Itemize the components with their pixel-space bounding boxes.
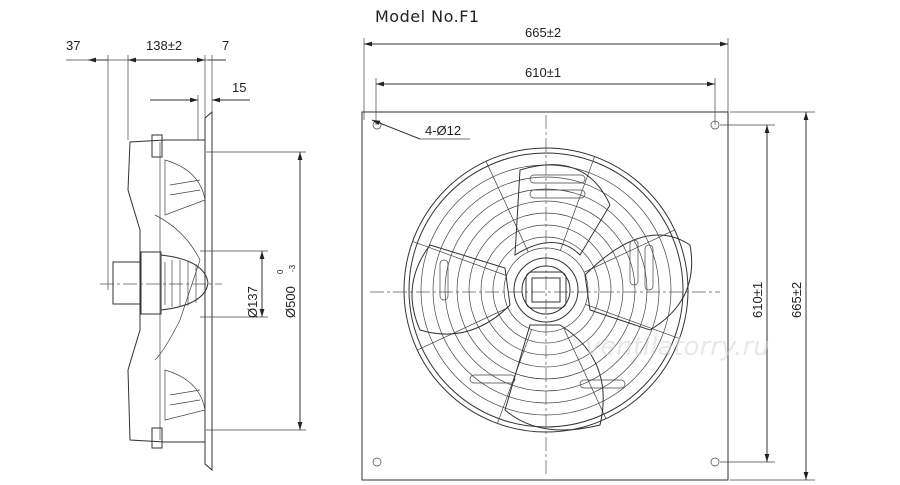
guard-spoke	[412, 241, 507, 276]
dim-610-top: 610±1	[525, 65, 561, 80]
dim-610-right: 610±1	[750, 282, 765, 318]
guard-spoke	[417, 307, 509, 351]
dim-15: 15	[232, 80, 246, 95]
front-view: 665±2 610±1 4-Ø12	[361, 25, 815, 481]
model-title: Model No.F1	[375, 7, 480, 26]
guard-spoke	[560, 156, 595, 251]
dim-138: 138±2	[146, 38, 182, 53]
dim-500-tol-top: 0	[276, 269, 285, 274]
dim-665-top: 665±2	[525, 25, 561, 40]
guard-spoke	[583, 229, 675, 273]
guard-spoke	[563, 327, 607, 419]
watermark: ventilatorry.ru	[585, 332, 770, 362]
side-view: 37 138±2 7 15 Ø137	[66, 38, 306, 472]
dim-holes: 4-Ø12	[425, 123, 461, 138]
dim-diameter-137: Ø137	[245, 286, 260, 318]
dim-diameter-500: Ø500	[283, 286, 298, 318]
dim-7: 7	[222, 38, 229, 53]
dim-665-right: 665±2	[789, 282, 804, 318]
dim-37: 37	[66, 38, 80, 53]
dim-500-tol-bottom: -3	[288, 264, 297, 272]
guard-spoke	[485, 161, 529, 253]
guard-spoke	[585, 304, 680, 339]
